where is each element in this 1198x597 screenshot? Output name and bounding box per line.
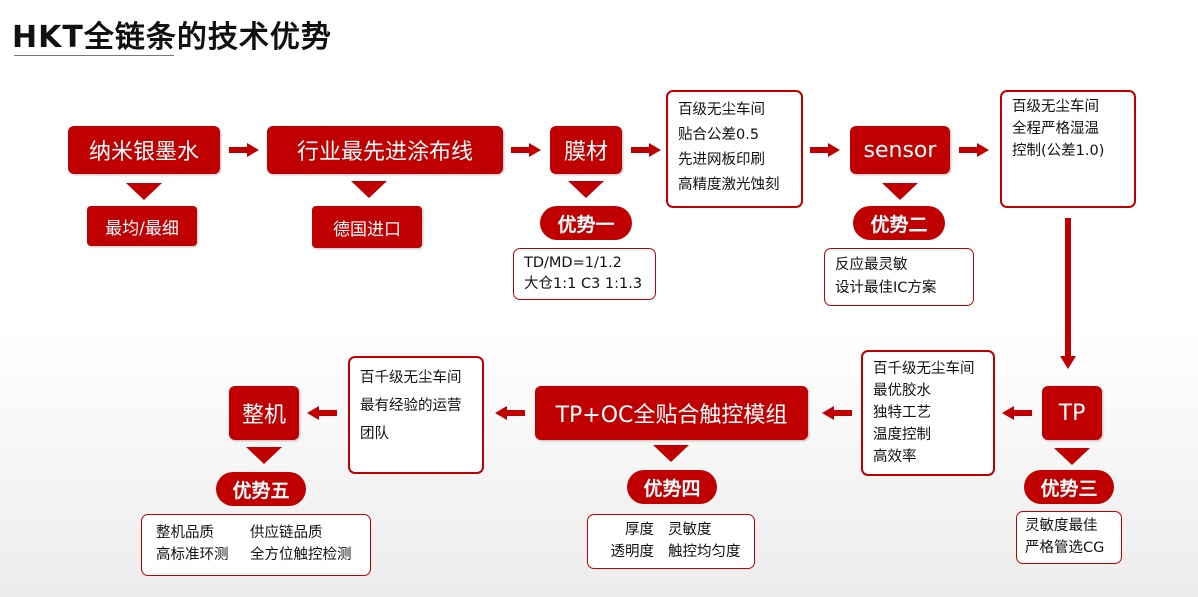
- down-triangle-icon: [882, 183, 918, 200]
- arrow-right-icon: [631, 143, 661, 157]
- process-line: 控制(公差1.0): [1012, 143, 1105, 159]
- film-detail-line: TD/MD=1/1.2: [524, 255, 622, 271]
- detail-cell: 高标准环测: [156, 547, 229, 563]
- process-line: 百千级无尘车间: [360, 370, 462, 386]
- process-line: 百级无尘车间: [1012, 99, 1099, 115]
- advantage-four-tag: 优势四: [627, 470, 717, 504]
- detail-cell: 整机品质: [156, 525, 214, 541]
- advantage-one-tag: 优势一: [540, 206, 632, 240]
- down-triangle-icon: [126, 183, 162, 200]
- ink-note-box: 最均/最细: [87, 206, 197, 246]
- tp-process-box: 百千级无尘车间 最优胶水 独特工艺 温度控制 高效率: [861, 350, 995, 476]
- tp-details-box: 灵敏度最佳 严格管选CG: [1016, 511, 1122, 564]
- sensor-process-box: 百级无尘车间 全程严格湿温 控制(公差1.0): [1000, 90, 1136, 208]
- process-line: 百千级无尘车间: [873, 361, 975, 377]
- process-line: 独特工艺: [873, 405, 931, 421]
- arrow-right-icon: [810, 143, 840, 157]
- title-underline: [14, 55, 174, 56]
- detail-cell: 灵敏度: [668, 522, 712, 538]
- arrow-down-icon: [1060, 218, 1076, 370]
- detail-cell: 透明度: [610, 544, 655, 560]
- film-detail-line: 大仓1:1 C3 1:1.3: [524, 276, 643, 292]
- tp-detail-line: 严格管选CG: [1025, 540, 1105, 556]
- detail-row: 厚度 灵敏度: [598, 519, 744, 541]
- tpoc-process-box: 百千级无尘车间 最有经验的运营 团队: [348, 356, 484, 474]
- coating-note-box: 德国进口: [312, 206, 422, 248]
- advantage-two-tag: 优势二: [853, 206, 945, 240]
- coating-line-box: 行业最先进涂布线: [267, 126, 503, 174]
- detail-row: 整机品质 供应链品质: [156, 522, 356, 544]
- advantage-five-tag: 优势五: [216, 472, 306, 506]
- arrow-left-icon: [495, 406, 525, 420]
- process-line: 高精度激光蚀刻: [678, 177, 780, 193]
- down-triangle-icon: [246, 447, 282, 464]
- machine-details-box: 整机品质 供应链品质 高标准环测 全方位触控检测: [141, 514, 371, 576]
- detail-cell: 厚度: [625, 522, 654, 538]
- detail-cell: 触控均匀度: [668, 544, 741, 560]
- tpoc-details-box: 厚度 灵敏度 透明度 触控均匀度: [587, 514, 755, 569]
- arrow-left-icon: [1002, 406, 1032, 420]
- sensor-box: sensor: [850, 126, 950, 174]
- down-triangle-icon: [351, 181, 387, 198]
- process-line: 先进网板印刷: [678, 152, 765, 168]
- process-line: 百级无尘车间: [678, 102, 765, 118]
- detail-row: 透明度 触控均匀度: [598, 541, 744, 563]
- advantage-three-tag: 优势三: [1024, 470, 1114, 504]
- nano-silver-ink-box: 纳米银墨水: [68, 126, 220, 174]
- detail-cell: 供应链品质: [250, 525, 323, 541]
- process-line: 贴合公差0.5: [678, 127, 760, 143]
- film-process-box: 百级无尘车间 贴合公差0.5 先进网板印刷 高精度激光蚀刻: [666, 90, 803, 208]
- down-triangle-icon: [568, 181, 604, 198]
- process-line: 最优胶水: [873, 383, 931, 399]
- complete-machine-box: 整机: [229, 386, 299, 440]
- arrow-left-icon: [822, 406, 852, 420]
- arrow-right-icon: [959, 143, 989, 157]
- detail-row: 高标准环测 全方位触控检测: [156, 544, 356, 566]
- arrow-right-icon: [511, 143, 541, 157]
- process-line: 全程严格湿温: [1012, 121, 1099, 137]
- tp-box: TP: [1042, 386, 1102, 440]
- down-triangle-icon: [653, 445, 689, 462]
- film-details-box: TD/MD=1/1.2 大仓1:1 C3 1:1.3: [513, 248, 656, 300]
- sensor-detail-line: 反应最灵敏: [835, 257, 908, 273]
- process-line: 最有经验的运营: [360, 398, 462, 414]
- process-line: 团队: [360, 426, 389, 442]
- process-line: 温度控制: [873, 427, 931, 443]
- page-title: HKT全链条的技术优势: [12, 20, 332, 55]
- sensor-details-box: 反应最灵敏 设计最佳IC方案: [824, 248, 974, 306]
- arrow-left-icon: [307, 406, 337, 420]
- tp-oc-module-box: TP+OC全贴合触控模组: [535, 386, 808, 440]
- detail-cell: 全方位触控检测: [250, 547, 352, 563]
- process-line: 高效率: [873, 449, 917, 465]
- down-triangle-icon: [1054, 448, 1090, 465]
- film-box: 膜材: [550, 126, 622, 174]
- tp-detail-line: 灵敏度最佳: [1025, 518, 1098, 534]
- arrow-right-icon: [229, 143, 259, 157]
- sensor-detail-line: 设计最佳IC方案: [835, 280, 937, 296]
